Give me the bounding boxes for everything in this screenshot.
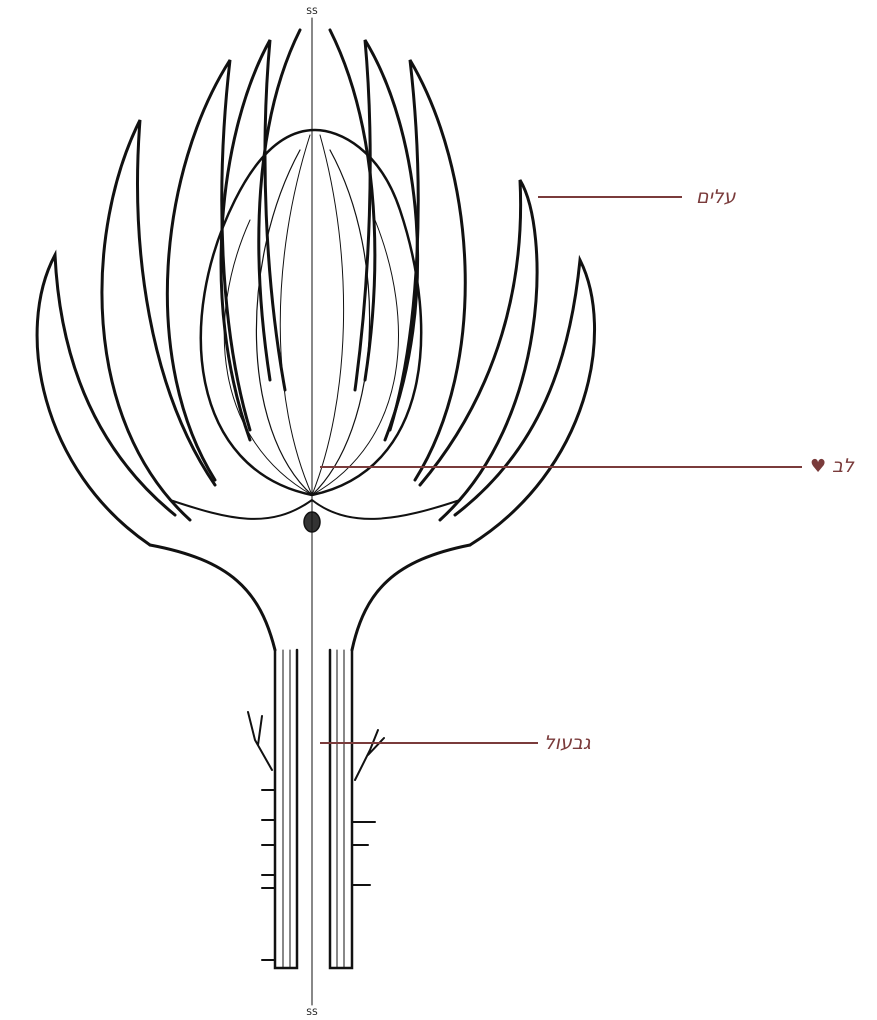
artichoke-illustration — [37, 18, 594, 1005]
heart-icon: ♥ — [810, 456, 826, 477]
center-mark-top: SS — [306, 7, 318, 17]
label-stem: גבעול — [544, 732, 591, 754]
label-heart-text: לב — [832, 455, 854, 477]
center-mark-bottom: SS — [306, 1008, 318, 1018]
label-stem-text: גבעול — [544, 732, 591, 754]
label-leaves: עלים — [696, 186, 736, 208]
label-heart: לב ♥ — [810, 455, 854, 477]
label-leaves-text: עלים — [696, 186, 736, 208]
